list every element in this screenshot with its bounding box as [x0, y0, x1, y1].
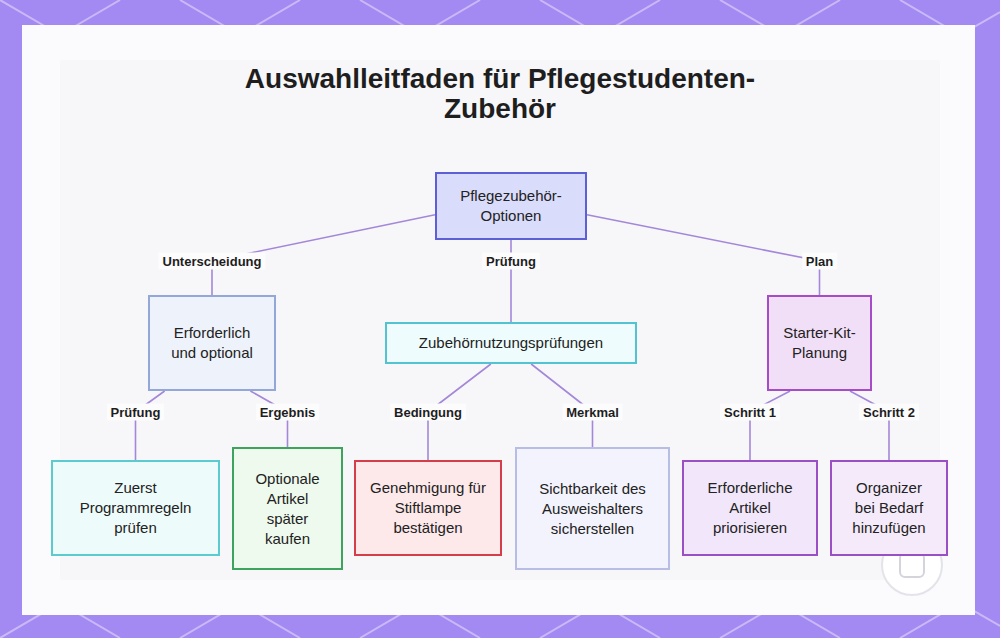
edge-label: Schritt 2 [859, 404, 919, 421]
edge-label: Ergebnis [256, 404, 320, 421]
box-content: Zubehörnutzungsprüfungen [419, 333, 603, 353]
process-box: Erforderliche Artikel priorisieren [682, 460, 818, 556]
connector [850, 391, 889, 460]
box-content: Optionale Artikel später kaufen [246, 469, 329, 549]
edge-label: Merkmal [562, 404, 623, 421]
box-content: Pflegezubehör-Optionen [449, 186, 573, 226]
connector [750, 391, 790, 460]
edge-label: Prüfung [482, 253, 540, 270]
edge-label: Plan [802, 253, 837, 270]
process-box: Genehmigung für Stiftlampe bestätigen [354, 460, 502, 556]
box-content: Zuerst Programmregeln prüfen [65, 478, 206, 538]
process-box: Starter-Kit-Planung [767, 295, 872, 391]
process-box: Pflegezubehör-Optionen [435, 172, 587, 240]
box-label: Optionale Artikel später kaufen [246, 469, 329, 549]
box-content: Genehmigung für Stiftlampe bestätigen [368, 478, 488, 538]
box-content: Erforderlich und optional [162, 323, 262, 363]
edge-label: Bedingung [390, 404, 466, 421]
connector [136, 391, 165, 460]
process-box: Zubehörnutzungsprüfungen [385, 322, 637, 364]
box-content: Organizer bei Bedarf hinzufügen [844, 478, 934, 538]
box-label: Zuerst Programmregeln prüfen [65, 478, 206, 538]
box-content: Starter-Kit-Planung [781, 323, 858, 363]
edge-label: Unterscheidung [159, 253, 266, 270]
panel [22, 25, 975, 615]
box-label: Starter-Kit-Planung [781, 323, 858, 363]
edge-label: Prüfung [107, 404, 165, 421]
box-content: Erforderliche Artikel priorisieren [696, 478, 804, 538]
box-content: Sichtbarkeit des Ausweishalters sicherst… [529, 479, 656, 539]
box-label: Erforderliche Artikel priorisieren [696, 478, 804, 538]
edge-label: Schritt 1 [720, 404, 780, 421]
process-box: Erforderlich und optional [148, 295, 276, 391]
diagram-title: Auswahlleitfaden für Pflegestudenten-Zub… [200, 64, 800, 124]
process-box: Sichtbarkeit des Ausweishalters sicherst… [515, 447, 670, 570]
box-label: Genehmigung für Stiftlampe bestätigen [368, 478, 488, 538]
box-label: Organizer bei Bedarf hinzufügen [844, 478, 934, 538]
box-label: Pflegezubehör-Optionen [449, 186, 573, 226]
badge-glyph [900, 553, 924, 577]
box-label: Sichtbarkeit des Ausweishalters sicherst… [529, 479, 656, 539]
box-label: Erforderlich und optional [162, 323, 262, 363]
box-label: Zubehörnutzungsprüfungen [419, 333, 603, 353]
process-box: Optionale Artikel später kaufen [232, 447, 343, 570]
connector [587, 215, 820, 295]
process-box: Organizer bei Bedarf hinzufügen [830, 460, 948, 556]
process-box: Zuerst Programmregeln prüfen [51, 460, 220, 556]
